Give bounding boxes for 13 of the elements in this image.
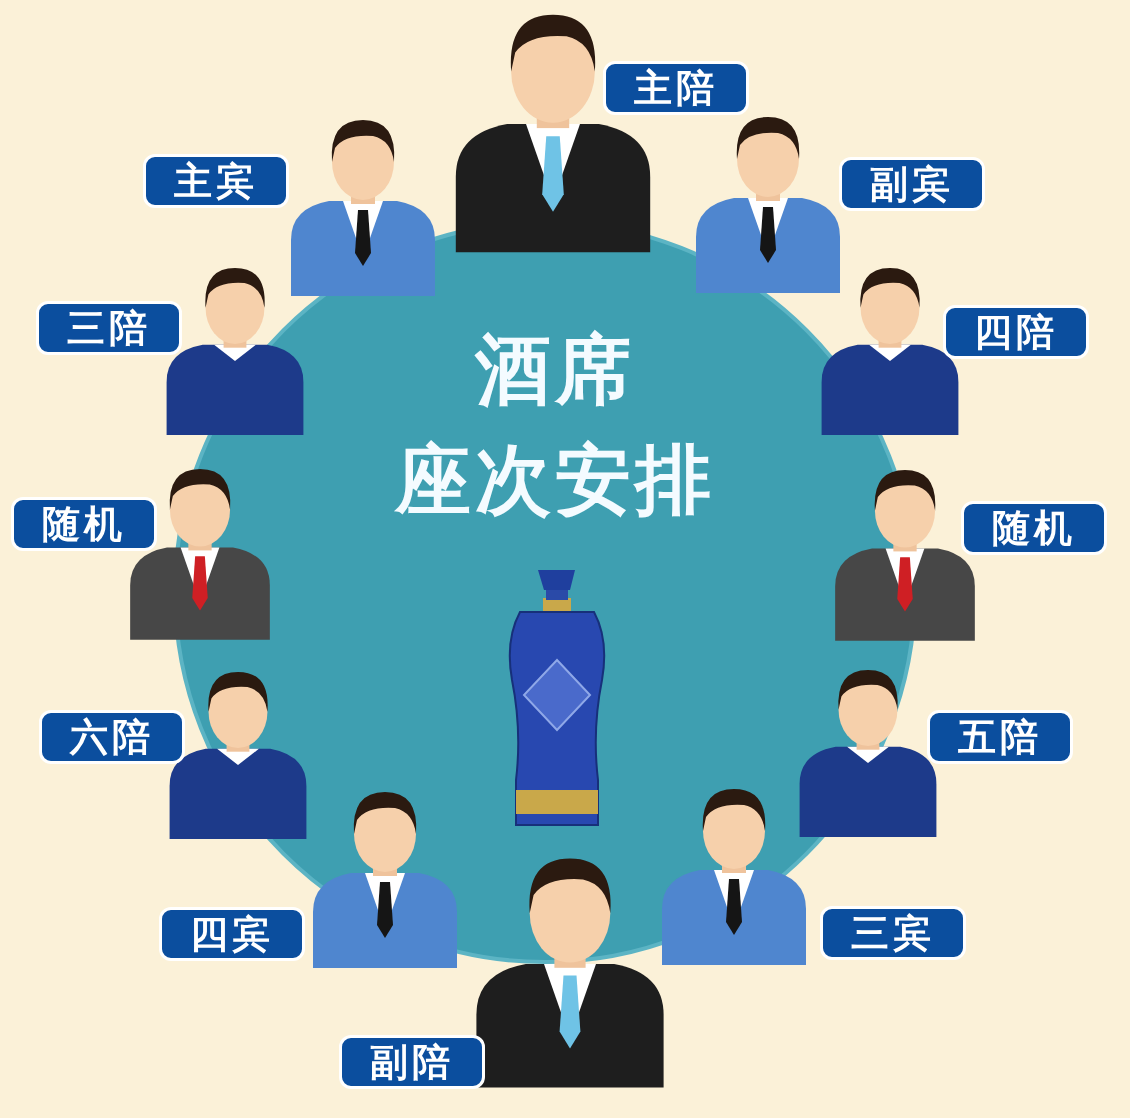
seat-label: 副陪: [339, 1035, 485, 1089]
seat-label: 五陪: [927, 710, 1073, 764]
title: 酒席座次安排: [393, 324, 716, 526]
seat-label: 四陪: [943, 305, 1089, 359]
seat-label: 主宾: [143, 154, 289, 208]
seat-label: 三陪: [36, 301, 182, 355]
seat-label: 随机: [11, 497, 157, 551]
seat-label: 六陪: [39, 710, 185, 764]
seat-label: 副宾: [839, 157, 985, 211]
seat-label: 四宾: [159, 907, 305, 961]
seat-label: 主陪: [603, 61, 749, 115]
seat-label: 随机: [961, 501, 1107, 555]
seat-label: 三宾: [820, 906, 966, 960]
